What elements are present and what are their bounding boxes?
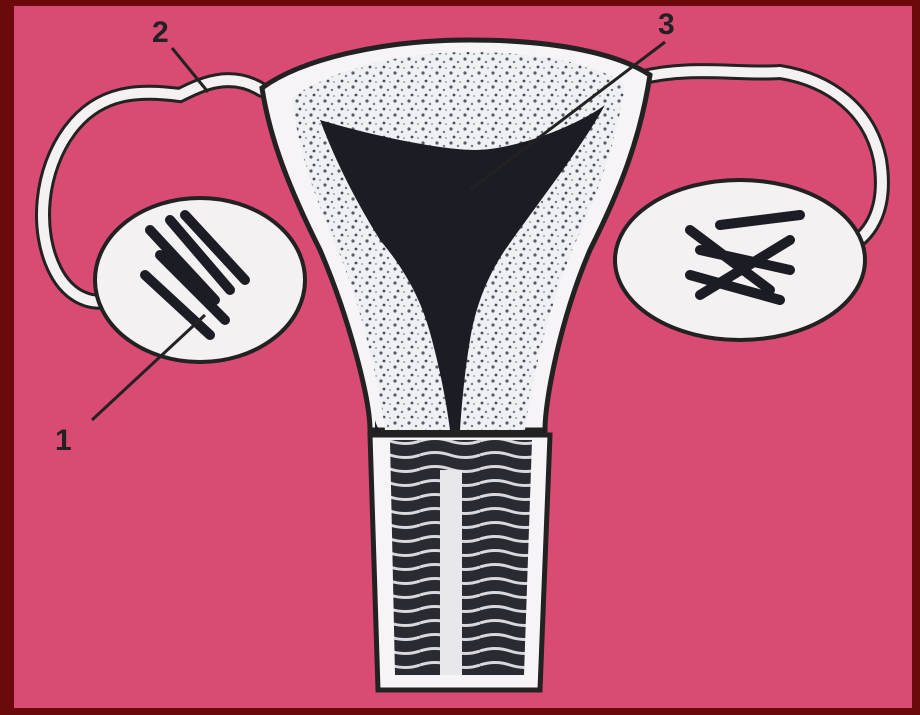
vagina (370, 435, 550, 690)
uterus-label: 3 (658, 8, 675, 41)
right-ovary (615, 180, 865, 340)
fallopian-tube-label: 2 (152, 16, 169, 49)
left-ovary (95, 198, 305, 362)
ovary-label: 1 (55, 424, 72, 457)
